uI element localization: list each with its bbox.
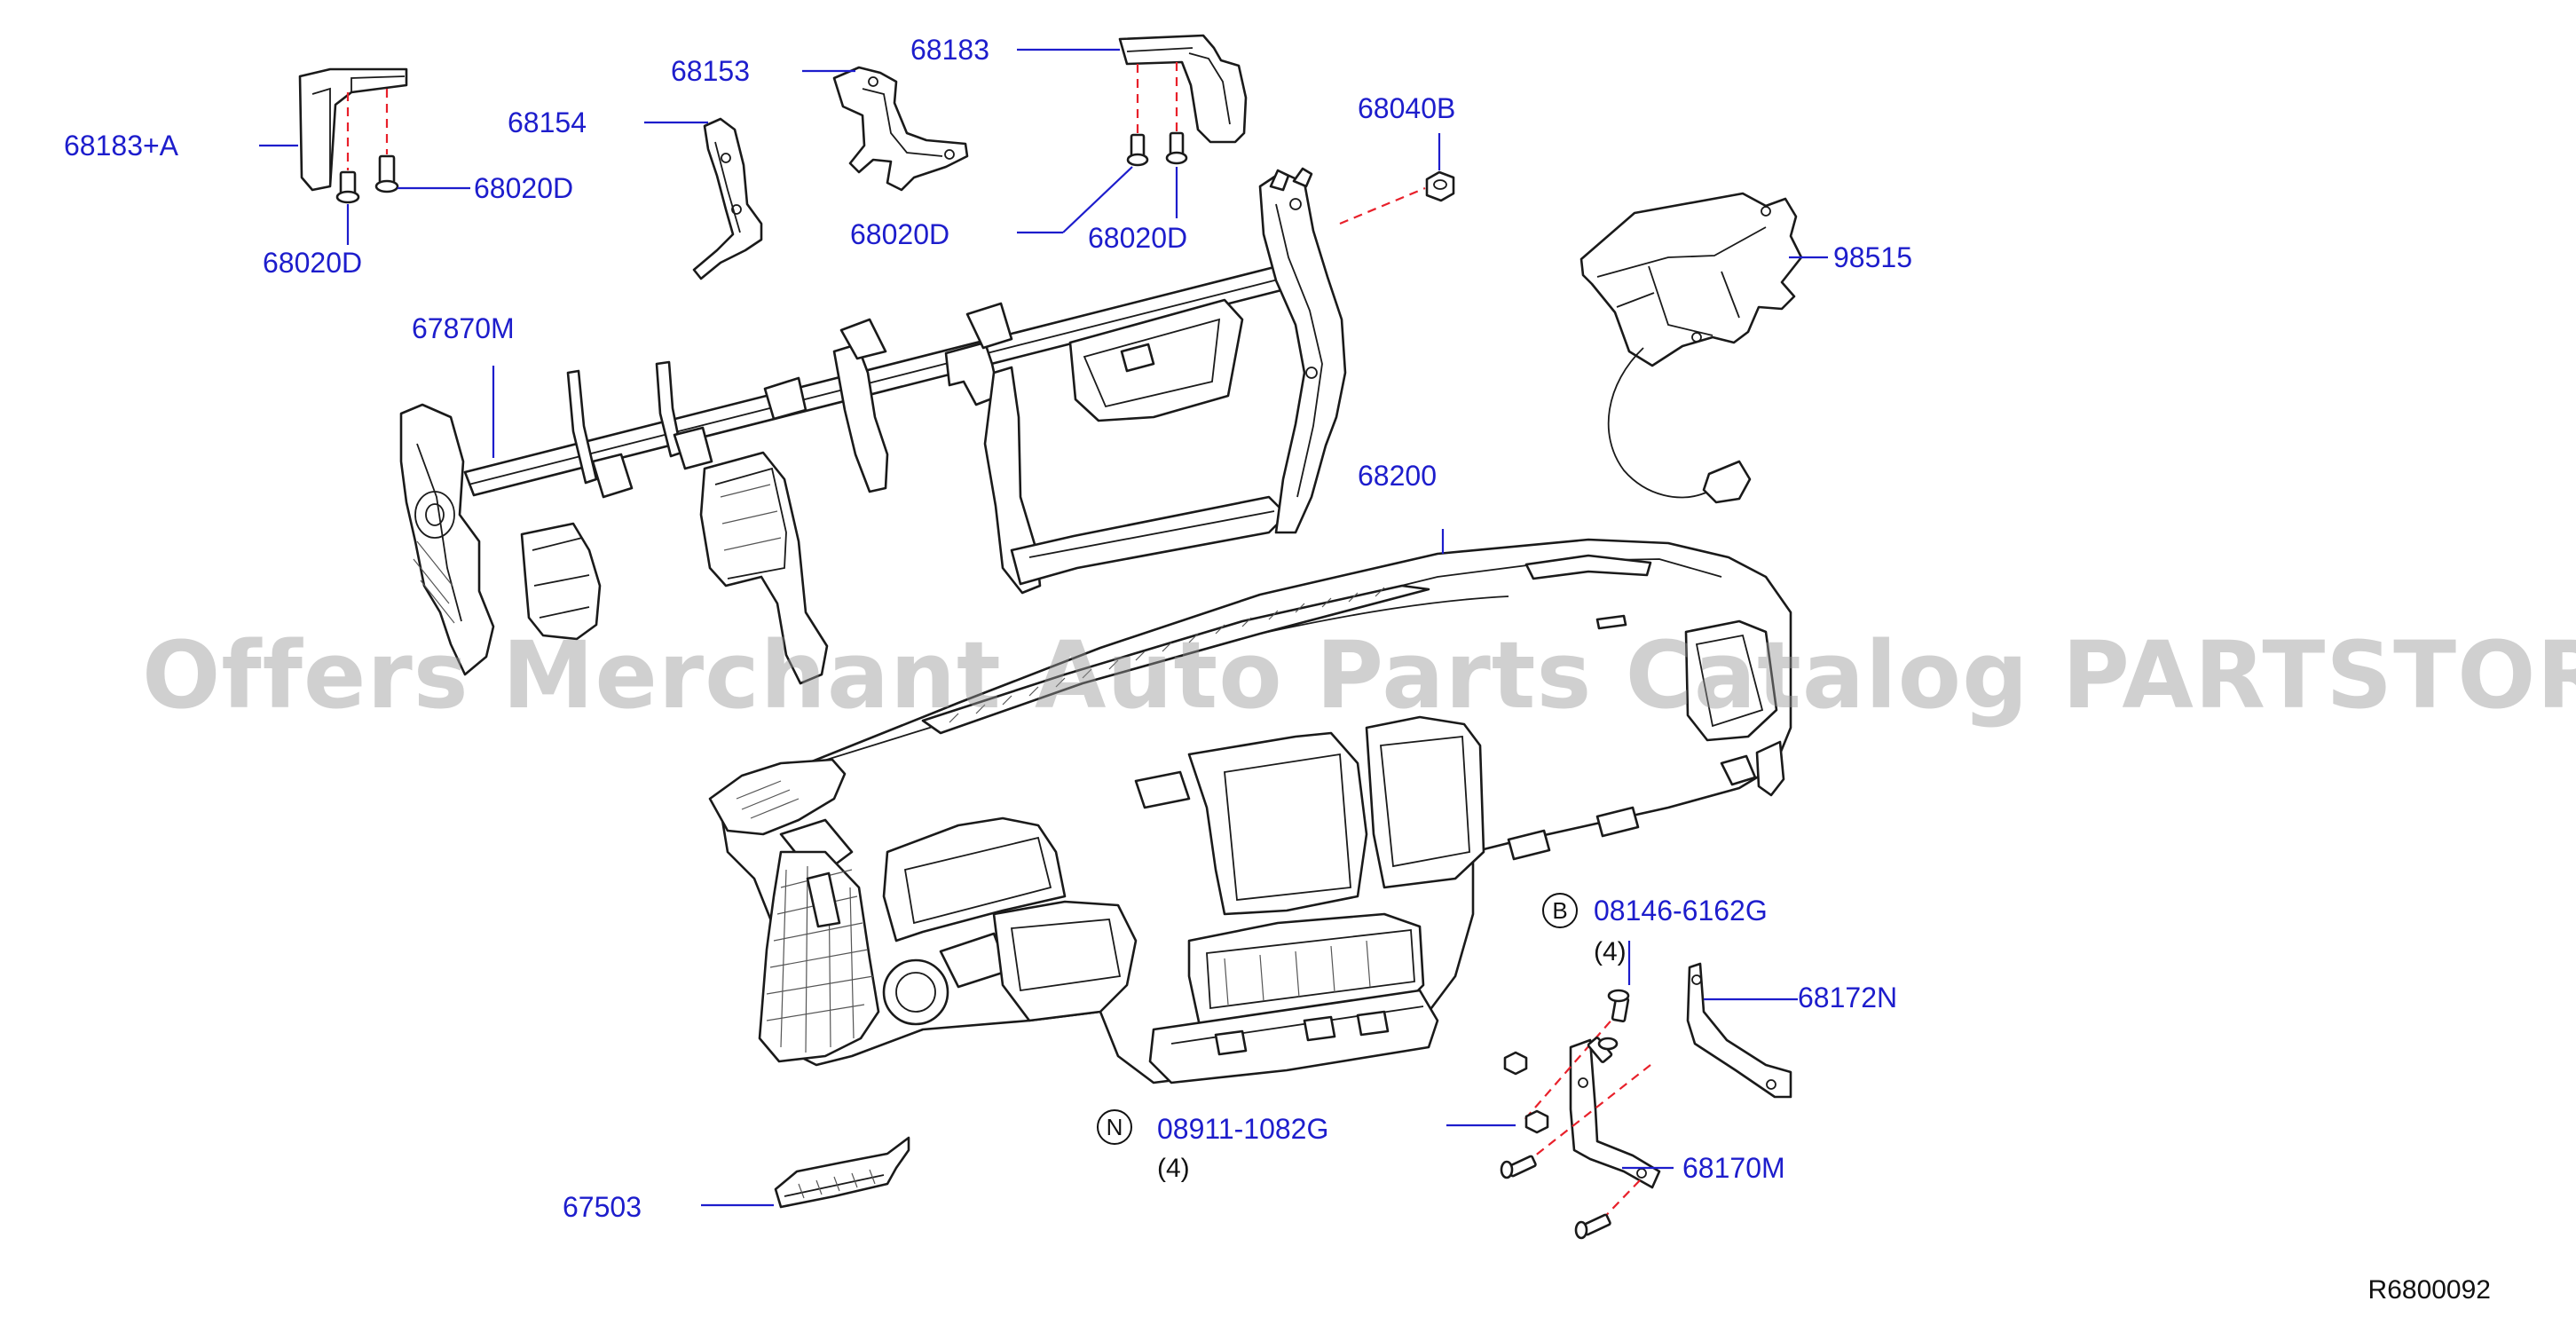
bracket-68183a xyxy=(298,67,408,192)
nut-68040b xyxy=(1425,170,1455,202)
bolt-68020d-a xyxy=(335,170,360,204)
label-08146-6162g[interactable]: 08146-6162G xyxy=(1594,895,1768,927)
airbag-module-98515 xyxy=(1579,192,1803,504)
diagram-reference-code: R6800092 xyxy=(2367,1275,2491,1305)
bracket-68154 xyxy=(692,117,763,280)
bolt-68020d-d xyxy=(1165,131,1188,165)
label-68183[interactable]: 68183 xyxy=(910,34,989,66)
cover-67503 xyxy=(774,1136,910,1209)
label-68020d-d[interactable]: 68020D xyxy=(1088,222,1188,254)
bolt-08146-b xyxy=(1587,1037,1619,1063)
label-68153[interactable]: 68153 xyxy=(671,55,750,87)
badge-n: N xyxy=(1097,1109,1132,1145)
bolt-08146-d xyxy=(1574,1213,1611,1240)
label-68154[interactable]: 68154 xyxy=(508,106,587,138)
label-98515[interactable]: 98515 xyxy=(1833,241,1912,273)
qty-08146: (4) xyxy=(1594,937,1627,966)
nut-08911-b xyxy=(1503,1051,1528,1076)
label-68170m[interactable]: 68170M xyxy=(1682,1152,1785,1184)
qty-08911: (4) xyxy=(1157,1154,1190,1183)
label-67870m[interactable]: 67870M xyxy=(412,312,515,344)
label-68172n[interactable]: 68172N xyxy=(1798,982,1898,1013)
bracket-68172n xyxy=(1686,962,1792,1099)
nut-08911-a xyxy=(1524,1109,1549,1134)
badge-b: B xyxy=(1542,893,1578,928)
bolt-68020d-b xyxy=(374,154,399,193)
bracket-68183 xyxy=(1118,34,1248,144)
label-68020d-a[interactable]: 68020D xyxy=(474,172,574,204)
steering-member-67870m xyxy=(399,167,1347,685)
label-68020d-b[interactable]: 68020D xyxy=(263,247,363,279)
label-68183a[interactable]: 68183+A xyxy=(64,130,179,162)
bolt-68020d-c xyxy=(1126,133,1149,167)
label-68040b[interactable]: 68040B xyxy=(1358,92,1456,124)
bolt-08146-a xyxy=(1607,989,1630,1023)
label-67503[interactable]: 67503 xyxy=(563,1191,642,1223)
watermark: Offers Merchant Auto Parts Catalog PARTS… xyxy=(142,621,2576,729)
label-08911-1082g[interactable]: 08911-1082G xyxy=(1157,1113,1329,1145)
bolt-08146-c xyxy=(1500,1155,1537,1179)
bracket-68153 xyxy=(832,66,969,192)
label-68200[interactable]: 68200 xyxy=(1358,460,1437,492)
label-68020d-c[interactable]: 68020D xyxy=(850,218,950,250)
bracket-68170m xyxy=(1569,1038,1661,1189)
instrument-panel-68200 xyxy=(708,538,1792,1084)
